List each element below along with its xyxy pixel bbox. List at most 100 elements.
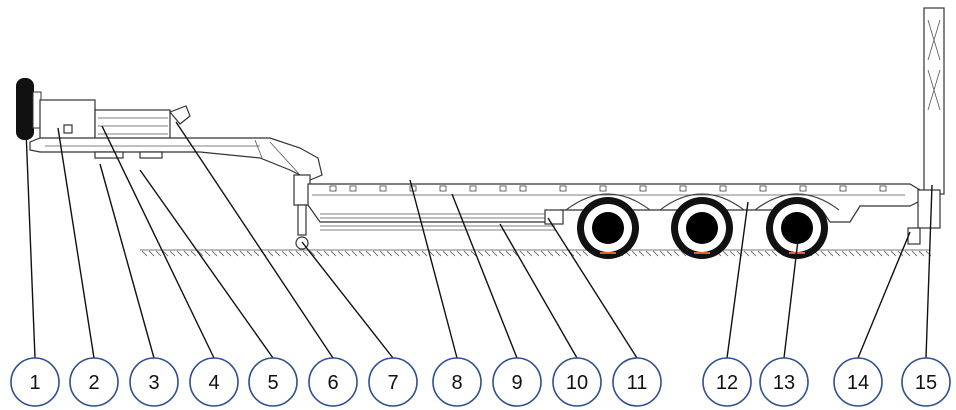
hatch-mark [456, 250, 463, 257]
leader-line-9 [451, 193, 518, 359]
hatch-mark [295, 250, 302, 257]
callout-3: 3 [129, 357, 179, 407]
hatch-mark [729, 250, 736, 257]
callout-7: 7 [368, 357, 418, 407]
gooseneck [29, 99, 323, 181]
hatch-mark [820, 250, 827, 257]
leader-line-1 [25, 129, 36, 359]
hatch-mark [141, 250, 148, 257]
hub [686, 212, 718, 244]
callout-circle [308, 357, 358, 407]
hatch-mark [365, 250, 372, 257]
leader-line-11 [547, 217, 638, 359]
leader-lines [25, 121, 933, 359]
hatch-mark [848, 250, 855, 257]
hatch-mark [281, 250, 288, 257]
hatch-mark [288, 250, 295, 257]
hatch-mark [176, 250, 183, 257]
callout-circle [492, 357, 542, 407]
deck-stud [799, 185, 807, 192]
hatch-mark [204, 250, 211, 257]
hatch-mark [239, 250, 246, 257]
callout-circle [612, 357, 662, 407]
callout-6: 6 [308, 357, 358, 407]
hatch-mark [414, 250, 421, 257]
leader-line-7 [301, 241, 394, 359]
callout-label: 13 [773, 372, 795, 394]
callout-label: 8 [451, 372, 462, 394]
leader-line-2 [57, 127, 95, 359]
callout-label: 1 [29, 372, 40, 394]
hatch-mark [680, 250, 687, 257]
leader-line-15 [925, 184, 933, 359]
leader-line-10 [499, 223, 578, 359]
callout-circle [552, 357, 602, 407]
callout-label: 2 [88, 372, 99, 394]
hatch-mark [631, 250, 638, 257]
hatch-mark [673, 250, 680, 257]
callout-circle [248, 357, 298, 407]
hatch-mark [162, 250, 169, 257]
hatch-mark [757, 250, 764, 257]
deck-stud [559, 185, 567, 192]
deck-stud [439, 185, 447, 192]
hatch-mark [526, 250, 533, 257]
callout-13: 13 [759, 357, 809, 407]
callout-circle [189, 357, 239, 407]
axle-group [565, 193, 840, 259]
hatch-mark [519, 250, 526, 257]
deck-stud [839, 185, 847, 192]
callout-circle [432, 357, 482, 407]
callout-circle [833, 357, 883, 407]
hatch-mark [274, 250, 281, 257]
hatch-mark [323, 250, 330, 257]
hatch-mark [834, 250, 841, 257]
hatch-mark [764, 250, 771, 257]
hatch-mark [267, 250, 274, 257]
hub [592, 212, 624, 244]
callout-5: 5 [248, 357, 298, 407]
deck-stud [639, 185, 647, 192]
hatch-mark [638, 250, 645, 257]
hatch-mark [666, 250, 673, 257]
callout-14: 14 [833, 357, 883, 407]
hatch-mark [911, 250, 918, 257]
hatch-mark [750, 250, 757, 257]
hatch-mark [232, 250, 239, 257]
hatch-mark [435, 250, 442, 257]
deck-stud [469, 185, 477, 192]
hatch-mark [442, 250, 449, 257]
callout-label: 11 [627, 372, 648, 394]
callout-2: 2 [69, 357, 119, 407]
callout-label: 4 [208, 372, 219, 394]
hatch-mark [918, 250, 925, 257]
hatch-mark [148, 250, 155, 257]
hub [781, 212, 813, 244]
hatch-mark [743, 250, 750, 257]
hatch-mark [876, 250, 883, 257]
hatch-mark [547, 250, 554, 257]
hatch-mark [190, 250, 197, 257]
leader-line-4 [101, 125, 215, 359]
hatch-mark [498, 250, 505, 257]
deck-studs [329, 185, 887, 192]
callout-label: 7 [387, 372, 398, 394]
deck-stud [679, 185, 687, 192]
hatch-mark [330, 250, 337, 257]
hatch-mark [904, 250, 911, 257]
hatch-mark [652, 250, 659, 257]
hatch-mark [253, 250, 260, 257]
leader-line-3 [99, 163, 155, 359]
hatch-mark [890, 250, 897, 257]
callout-circle [10, 357, 60, 407]
hatch-mark [862, 250, 869, 257]
hatch-mark [827, 250, 834, 257]
hatch-mark [407, 250, 414, 257]
hatch-mark [225, 250, 232, 257]
callout-circle [759, 357, 809, 407]
hatch-mark [449, 250, 456, 257]
callout-11: 11 [612, 357, 662, 407]
hatch-mark [337, 250, 344, 257]
callout-label: 3 [148, 372, 159, 394]
